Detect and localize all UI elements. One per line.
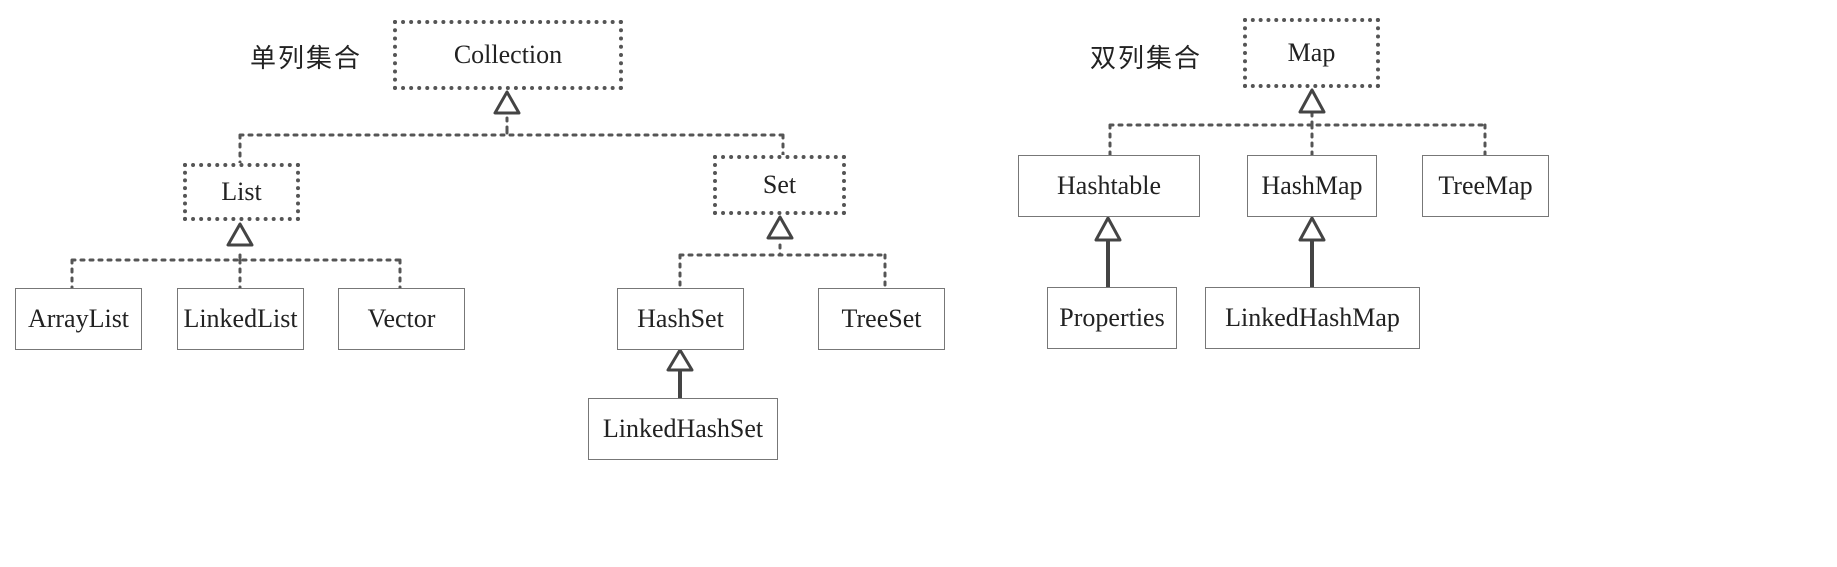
node-collection: Collection (393, 20, 623, 90)
inherit-arrow-list (226, 222, 254, 247)
edge-list-children (70, 253, 402, 290)
node-hashtable: Hashtable (1018, 155, 1200, 217)
edge-set-children (678, 243, 887, 290)
inherit-arrow-hashset (666, 348, 694, 372)
node-treeset: TreeSet (818, 288, 945, 350)
inherit-arrow-hashmap (1298, 216, 1326, 242)
node-linkedhashset: LinkedHashSet (588, 398, 778, 460)
inherit-arrow-set (766, 215, 794, 240)
node-set: Set (713, 155, 846, 215)
double-column-collection-title: 双列集合 (1090, 44, 1203, 74)
node-vector: Vector (338, 288, 465, 350)
inherit-arrow-hashtable (1094, 216, 1122, 242)
node-map: Map (1243, 18, 1380, 88)
node-treemap: TreeMap (1422, 155, 1549, 217)
single-column-collection-title: 单列集合 (250, 44, 363, 74)
node-linkedhashmap: LinkedHashMap (1205, 287, 1420, 349)
inherit-arrow-map (1298, 88, 1326, 114)
node-hashmap: HashMap (1247, 155, 1377, 217)
edge-map-children (1108, 111, 1487, 157)
node-hashset: HashSet (617, 288, 744, 350)
node-linkedlist: LinkedList (177, 288, 304, 350)
node-list: List (183, 163, 300, 221)
node-properties: Properties (1047, 287, 1177, 349)
edge-collection-list-set (238, 111, 785, 167)
node-arraylist: ArrayList (15, 288, 142, 350)
inherit-arrow-collection (493, 90, 521, 115)
